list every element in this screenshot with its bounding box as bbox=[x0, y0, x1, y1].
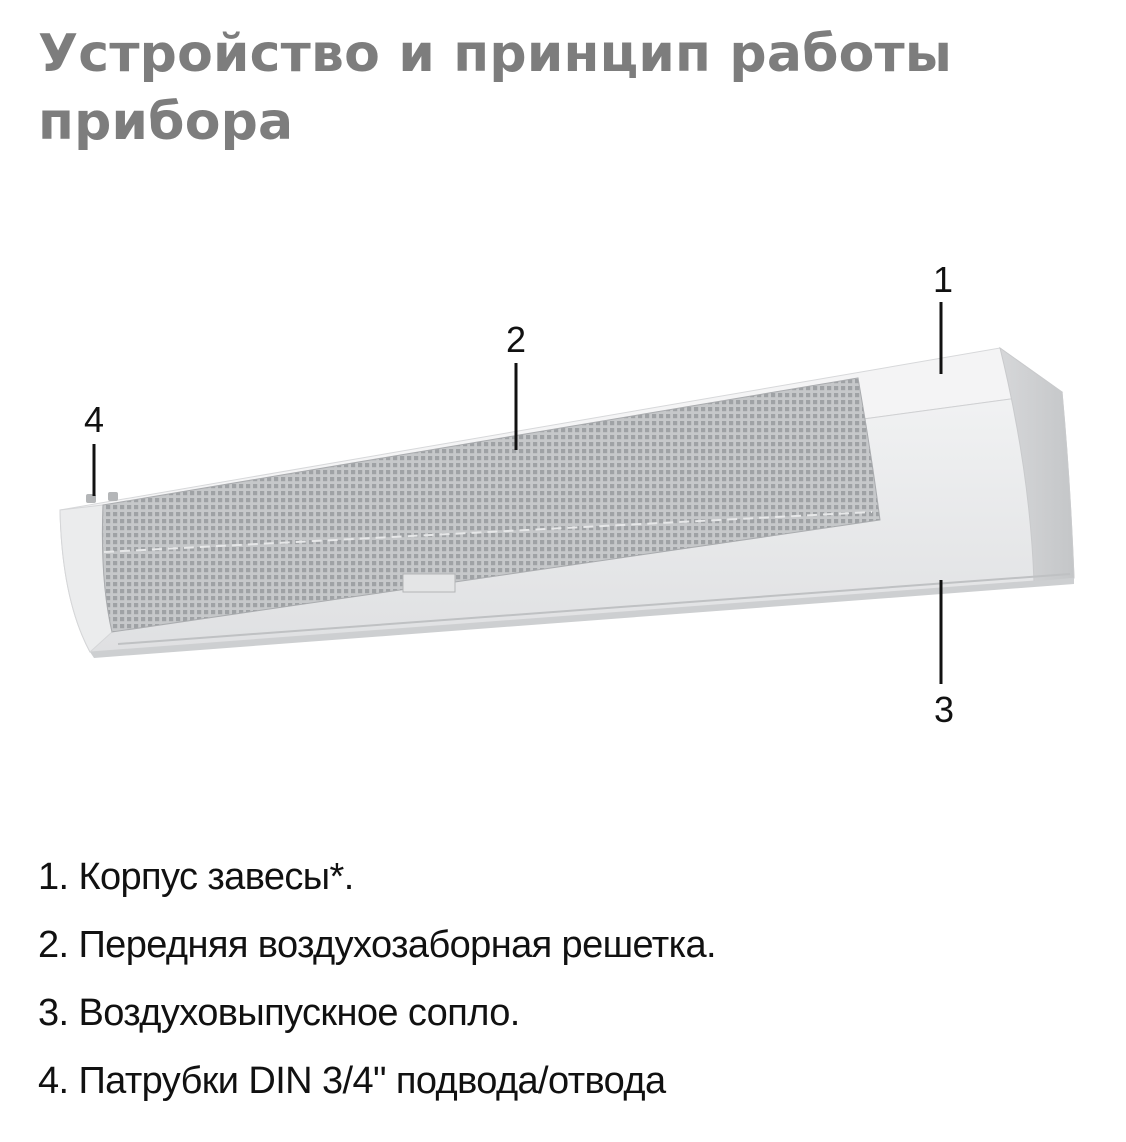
front-intake-grille bbox=[101, 377, 881, 633]
part-item-4: 4. Патрубки DIN 3/4" подвода/отвода bbox=[38, 1060, 666, 1102]
part-item-3: 3. Воздуховыпускное сопло. bbox=[38, 992, 520, 1034]
parts-list: 1. Корпус завесы*. 2. Передняя воздухоза… bbox=[38, 843, 717, 1115]
callout-1-number: 1 bbox=[933, 259, 953, 300]
title-line-1: Устройство и принцип работы bbox=[38, 24, 953, 84]
callout-4-number: 4 bbox=[84, 399, 104, 440]
title-line-2: прибора bbox=[38, 92, 294, 152]
air-curtain-diagram: 1 2 3 4 bbox=[59, 259, 1075, 730]
page-title: Устройство и принцип работы прибора bbox=[38, 20, 1038, 156]
callout-3-number: 3 bbox=[934, 689, 954, 730]
din-pipe-connectors bbox=[86, 492, 118, 503]
part-item-1: 1. Корпус завесы*. bbox=[38, 856, 354, 898]
logo-plate bbox=[402, 573, 456, 593]
part-item-2: 2. Передняя воздухозаборная решетка. bbox=[38, 924, 717, 966]
air-outlet-nozzle bbox=[117, 573, 1071, 645]
callout-2-number: 2 bbox=[506, 319, 526, 360]
